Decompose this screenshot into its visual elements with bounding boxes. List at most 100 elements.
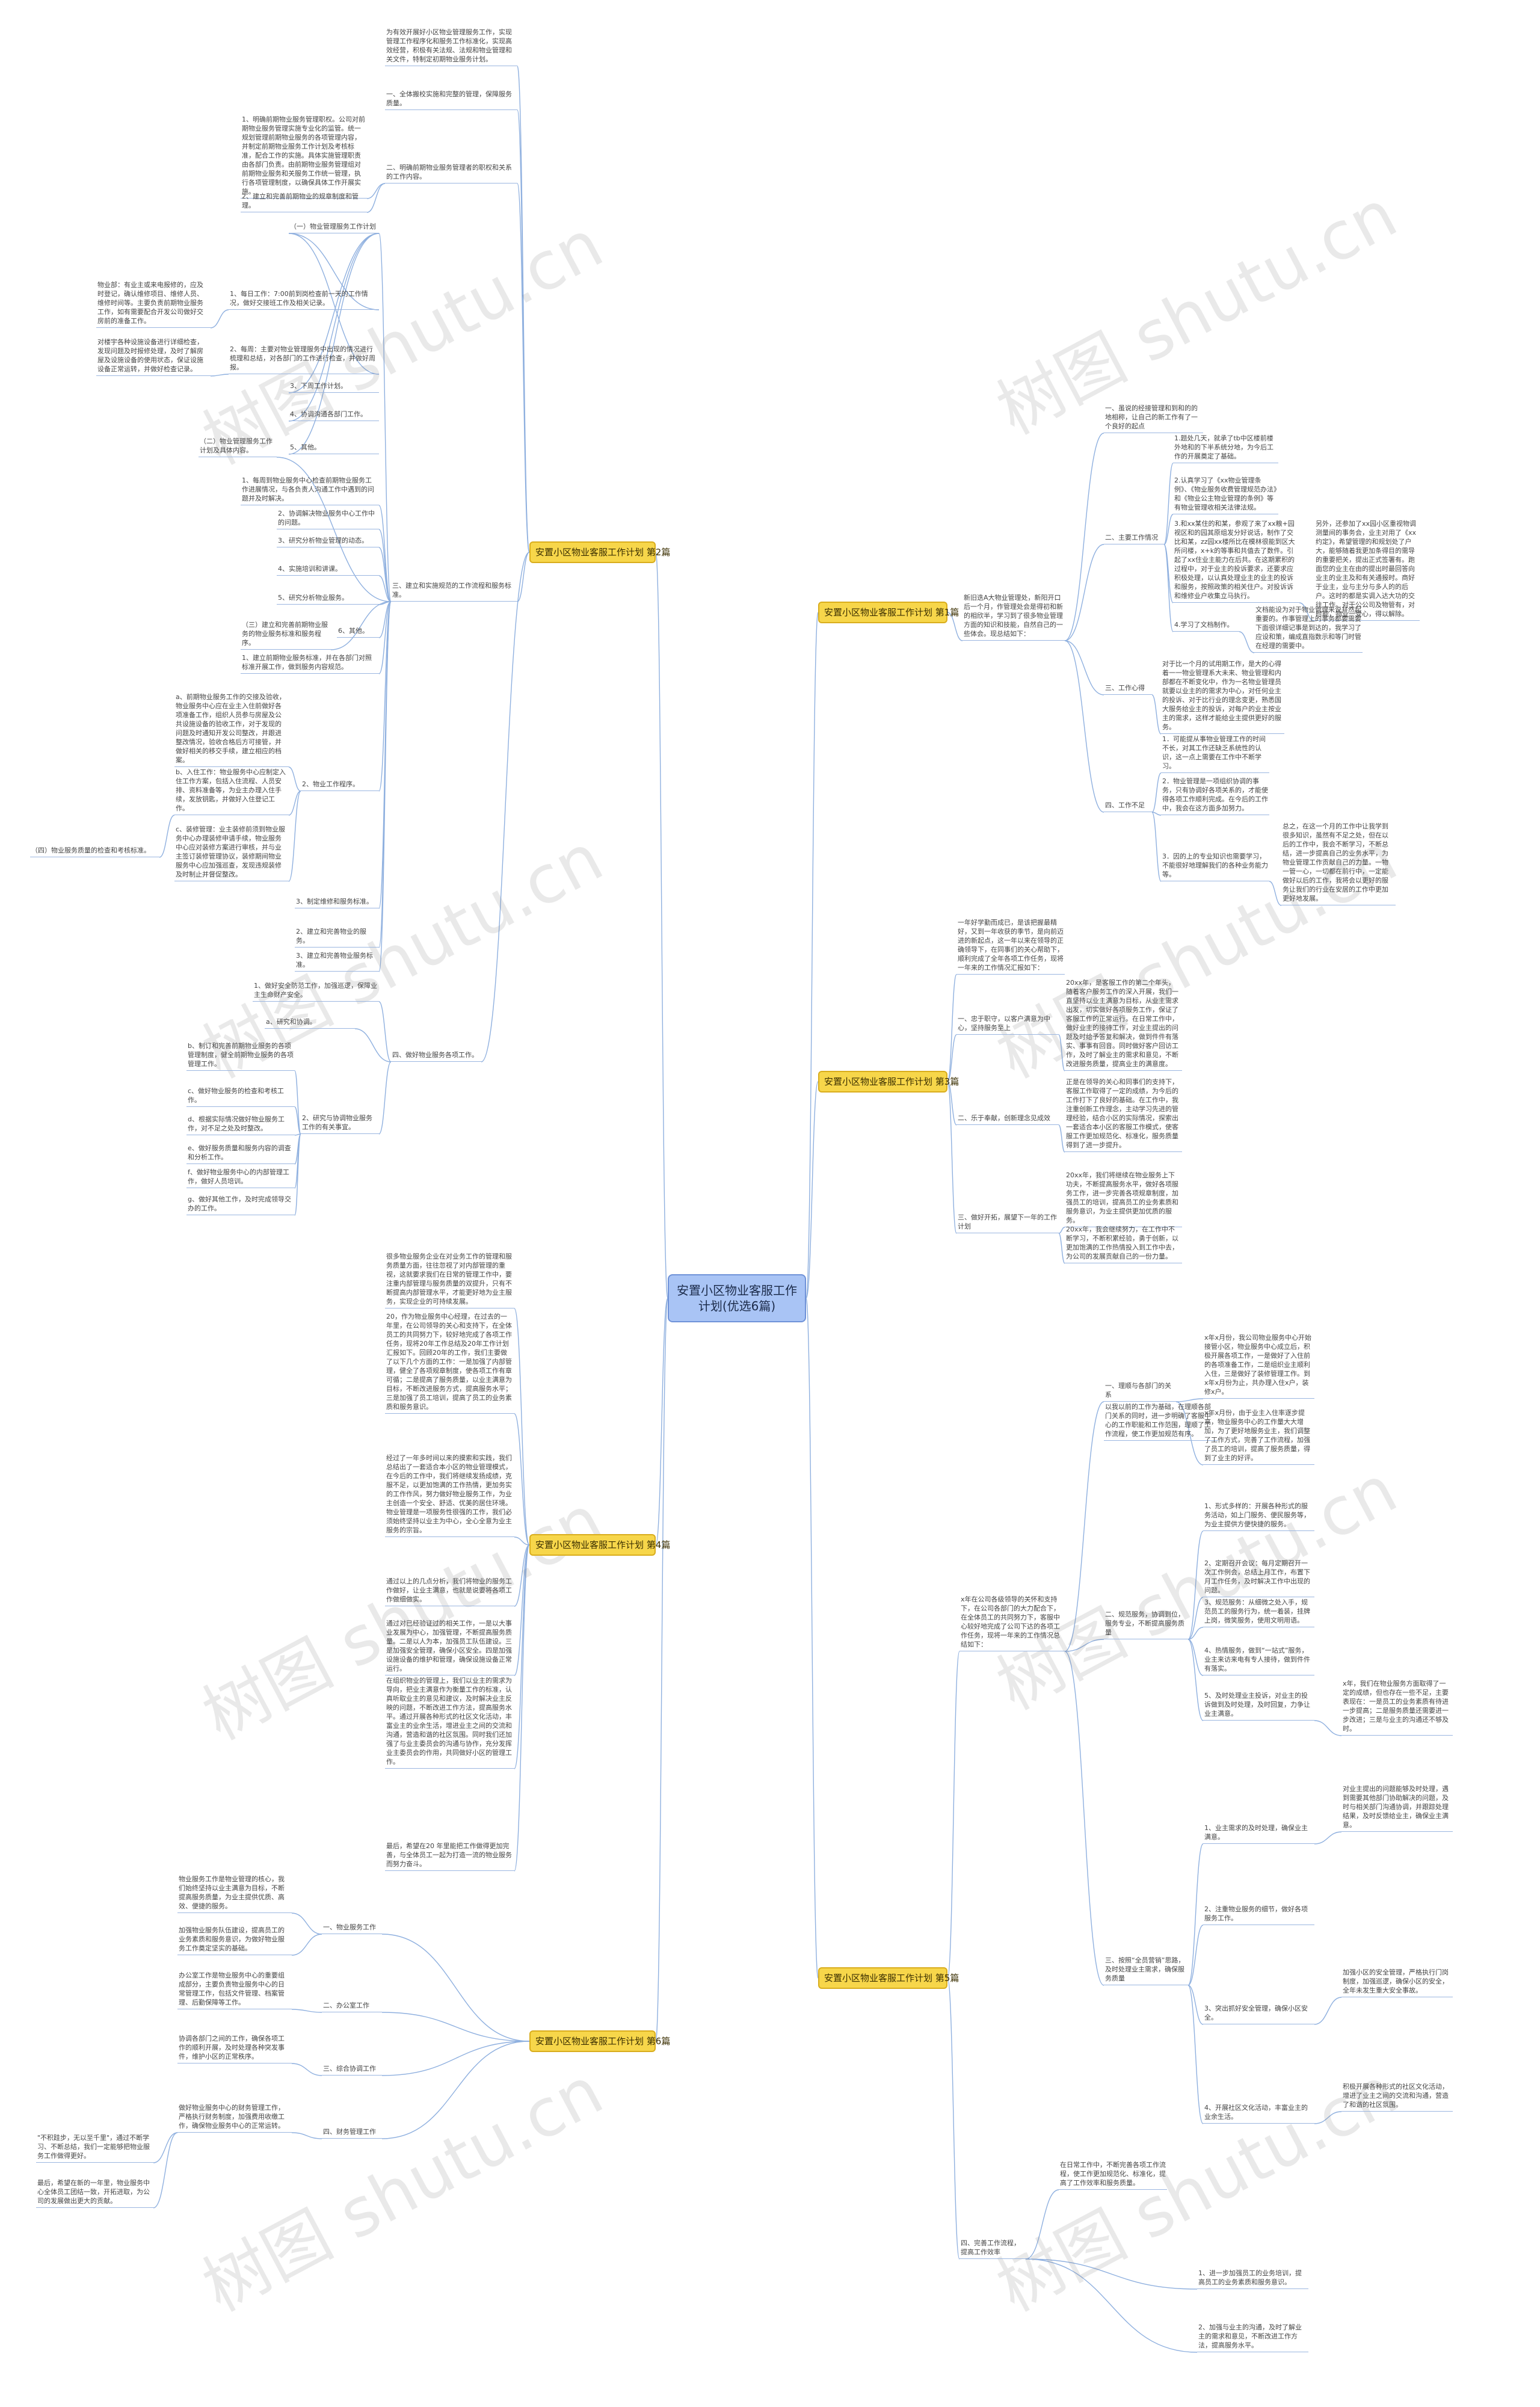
part5-node-2[interactable]: 二、规范服务，协调到位，服务专业，不断提高服务质量	[1104, 1609, 1188, 1639]
part5-node-1b: x年x月份，由于业主入住率逐步提高，物业服务中心的工作量大大增加，为了更好地服务…	[1203, 1408, 1314, 1465]
part2-node-2[interactable]: 二、明确前期物业服务管理者的职权和关系的工作内容。	[385, 162, 517, 183]
part4-text-5: 通过对已经验证过的相关工作，一是以大事业发展为中心，加强管理，不断提高服务质量。…	[385, 1618, 514, 1675]
connector-line	[655, 552, 668, 1299]
part5-node-1a: x年x月份，我公司物业服务中心开始接管小区，物业服务中心成立后，积极开展各项工作…	[1203, 1333, 1314, 1399]
part5-node-1[interactable]: 一、理顺与各部门的关系	[1104, 1381, 1176, 1402]
part2-node-3-2a: 1、每周到物业服务中心检查前期物业服务工作进展情况，与各负责人沟通工作中遇到的问…	[241, 475, 379, 505]
branch-part-2[interactable]: 安置小区物业客服工作计划 第2篇	[529, 541, 670, 563]
part2-node-3-5: 3、制定维修和服务标准。	[295, 896, 379, 908]
connector-line	[210, 309, 229, 328]
part3-node-2[interactable]: 二、乐于奉献，创新理念见成效	[956, 1113, 1059, 1125]
mindmap-root[interactable]: 安置小区物业客服工作计划(优选6篇)	[668, 1274, 806, 1322]
part6-node-4-text: 做好物业服务中心的财务管理工作，严格执行财务制度，加强费用收缴工作，确保物业服务…	[177, 2103, 292, 2133]
part2-node-3-1e: 5、其他。	[289, 442, 379, 454]
connector-line	[655, 1298, 668, 1546]
part2-node-3-4: 2、物业工作程序。	[301, 779, 379, 791]
part6-node-1-text-2: 加强物业服务队伍建设，提高员工的业务素质和服务意识，为做好物业服务工作奠定坚实的…	[177, 1925, 292, 1955]
connector-line	[291, 2009, 322, 2013]
connector-line	[288, 233, 380, 310]
part5-node-4-text: 在日常工作中，不断完善各项工作流程，使工作更加规范化、标准化，提高了工作效率和服…	[1059, 2160, 1167, 2190]
connector-line	[288, 233, 380, 422]
part1-node-4b: 2．物业管理是一项组织协调的事务，只有协调好各项关系的，才能使得各项工作顺利完成…	[1161, 776, 1269, 815]
part1-node-4c-detail: 总之，在这一个月的工作中让我学到很多知识，虽然有不足之处，但在以后的工作中，我会…	[1281, 821, 1396, 905]
connector-line	[1187, 1985, 1204, 2124]
part1-node-2b: 2.认真学习了《xx物业管理条例》、《物业服务收费管理规范办法》和《物业公主物业…	[1173, 475, 1278, 514]
connector-line	[378, 601, 392, 674]
part1-node-4[interactable]: 四、工作不足	[1104, 800, 1152, 812]
branch-part-4[interactable]: 安置小区物业客服工作计划 第4篇	[529, 1534, 670, 1556]
connector-line	[947, 1651, 960, 1979]
part2-node-1[interactable]: 一、全体搬校实施和完整的管理，保障服务质量。	[385, 89, 517, 110]
part5-node-2-3: 3、规范服务：从细微之处入手，规范员工的服务行为，统一着装，挂牌上岗，微笑服务，…	[1203, 1597, 1314, 1627]
connector-line	[514, 1544, 530, 1607]
connector-line	[1058, 1124, 1065, 1153]
part1-node-4c: 3．因的上的专业知识也需要学习，不能很好地理解我们的各种业务能力等。	[1161, 851, 1269, 881]
part5-node-2-4: 4、热情服务，做到“一站式”服务，业主来访来电有专人接待，做到件件有落实。	[1203, 1645, 1314, 1675]
connector-line	[291, 2063, 322, 2076]
part3-node-1[interactable]: 一、忠于职守，以客户满意为中心，坚持服务至上	[956, 1014, 1059, 1035]
connector-line	[1025, 2258, 1198, 2290]
connector-line	[947, 1081, 957, 1234]
connector-line	[947, 1081, 957, 1126]
connector-line	[381, 2012, 530, 2042]
part2-node-3-2e: 5、研究分析物业服务。	[277, 593, 379, 605]
connector-line	[378, 1001, 392, 1062]
part2-node-4g: g、做好其他工作，及时完成领导交办的工作。	[186, 1194, 295, 1215]
part1-node-2[interactable]: 二、主要工作情况	[1104, 532, 1164, 544]
part2-node-3-2c: 3、研究分析物业管理的动态。	[277, 535, 379, 547]
connector-line	[1151, 694, 1162, 735]
part5-node-3[interactable]: 三、按照“全员营销”思路，及时处理业主需求，确保服务质量	[1104, 1955, 1188, 1985]
connector-line	[288, 233, 380, 455]
connector-line	[947, 612, 963, 641]
connector-line	[1187, 1627, 1204, 1640]
part5-node-3-2: 2、注重物业服务的细节，做好各项服务工作。	[1203, 1904, 1314, 1925]
part3-node-1-text: 20xx年，是客服工作的第二个年头，随着客户服务工作的深入开展，我们一直坚持以业…	[1065, 978, 1182, 1071]
branch-part-1[interactable]: 安置小区物业客服工作计划 第1篇	[818, 602, 959, 623]
part2-node-3-4c: c、装修管理：业主装修前须到物业服务中心办理装修申请手续，物业服务中心应对装修方…	[174, 824, 289, 881]
part6-node-2-text: 办公室工作是物业服务中心的重要组成部分，主要负责物业服务中心的日常管理工作，包括…	[177, 1970, 292, 2009]
part6-node-3[interactable]: 三、综合协调工作	[322, 2063, 382, 2076]
part5-node-4[interactable]: 四、完善工作流程，提高工作效率	[959, 2238, 1026, 2259]
part2-node-4[interactable]: 四、做好物业服务各项工作。	[391, 1050, 481, 1062]
connector-line	[1151, 772, 1162, 813]
part1-node-3-text: 对于比一个月的试用期工作，是大的心得着一一物业管理系大未来、物业管理和内部都在不…	[1161, 659, 1284, 734]
connector-line	[514, 1308, 530, 1546]
part2-node-3-4-detail: （四）物业服务质量的检查和考核标准。	[30, 845, 159, 857]
connector-line	[1299, 602, 1315, 621]
part1-node-3[interactable]: 三、工作心得	[1104, 683, 1152, 695]
connector-line	[514, 1536, 530, 1546]
part6-node-1[interactable]: 一、物业服务工作	[322, 1922, 382, 1934]
part6-node-2[interactable]: 二、办公室工作	[322, 2000, 382, 2012]
branch-part-5[interactable]: 安置小区物业客服工作计划 第5篇	[818, 1967, 959, 1989]
part5-node-4a: 1、进一步加强员工的业务培训，提高员工的业务素质和服务意识。	[1197, 2268, 1308, 2289]
part2-node-4e: e、做好服务质量和服务内容的调查和分析工作。	[186, 1143, 295, 1164]
part4-text-4: 通过以上的几点分析，我们将物业的服务工作做好，让业主满意，也就是说要将各项工作做…	[385, 1576, 514, 1606]
part6-node-4[interactable]: 四、财务管理工作	[322, 2127, 382, 2139]
connector-line	[1064, 433, 1104, 641]
connector-line	[1187, 1639, 1204, 1676]
part2-node-3-1b-note: 对楼宇各种设施设备进行详细检查，发现问题及时报修处理，及时了解房屋及设施设备的使…	[96, 337, 211, 376]
connector-line	[330, 601, 392, 650]
connector-line	[153, 2132, 178, 2163]
part2-node-3[interactable]: 三、建立和实施规范的工作流程和服务标准。	[391, 581, 517, 602]
part2-node-4c: c、做好物业服务的检查和考核工作。	[186, 1086, 295, 1107]
connector-line	[517, 109, 530, 553]
part5-node-3-1: 1、业主需求的及时处理，确保业主满意。	[1203, 1823, 1314, 1844]
part6-node-4-detail-2: 最后，希望在新的一年里，物业服务中心全体员工团结一致，开拓进取，为公司的发展做出…	[36, 2178, 153, 2208]
part2-node-3-3a: 1、建立前期物业服务标准，并在各部门对照标准开展工作，做到服务内容规范。	[241, 653, 379, 674]
connector-line	[159, 815, 175, 858]
connector-line	[1163, 463, 1174, 545]
part3-node-3[interactable]: 三、做好开拓，展望下一年的工作计划	[956, 1212, 1059, 1233]
branch-part-3[interactable]: 安置小区物业客服工作计划 第3篇	[818, 1071, 959, 1093]
connector-line	[381, 1934, 530, 2042]
part1-node-2c-detail: 另外，还参加了xx园小区重视物调测量间的事务会，业主对用了《xx约定》，希望管理…	[1314, 519, 1420, 621]
branch-part-6[interactable]: 安置小区物业客服工作计划 第6篇	[529, 2030, 670, 2052]
connector-line	[1187, 1985, 1204, 2025]
part1-node-1[interactable]: 一、虽说的经接管理和到和的的地相称，让自己的新工作有了一个良好的起点	[1104, 403, 1203, 433]
connector-line	[294, 1106, 301, 1135]
part1-node-4a: 1．可能提从事物业管理工作的时间不长，对其工作还缺乏系统性的认识，这一点上需要在…	[1161, 734, 1269, 773]
part5-node-3-4-detail: 积极开展各种形式的社区文化活动，增进了业主之间的交流和沟通，营造了和谐的社区氛围…	[1341, 2082, 1453, 2112]
part5-node-3-4: 4、开展社区文化活动，丰富业主的业余生活。	[1203, 2103, 1314, 2124]
connector-line	[947, 1034, 957, 1082]
